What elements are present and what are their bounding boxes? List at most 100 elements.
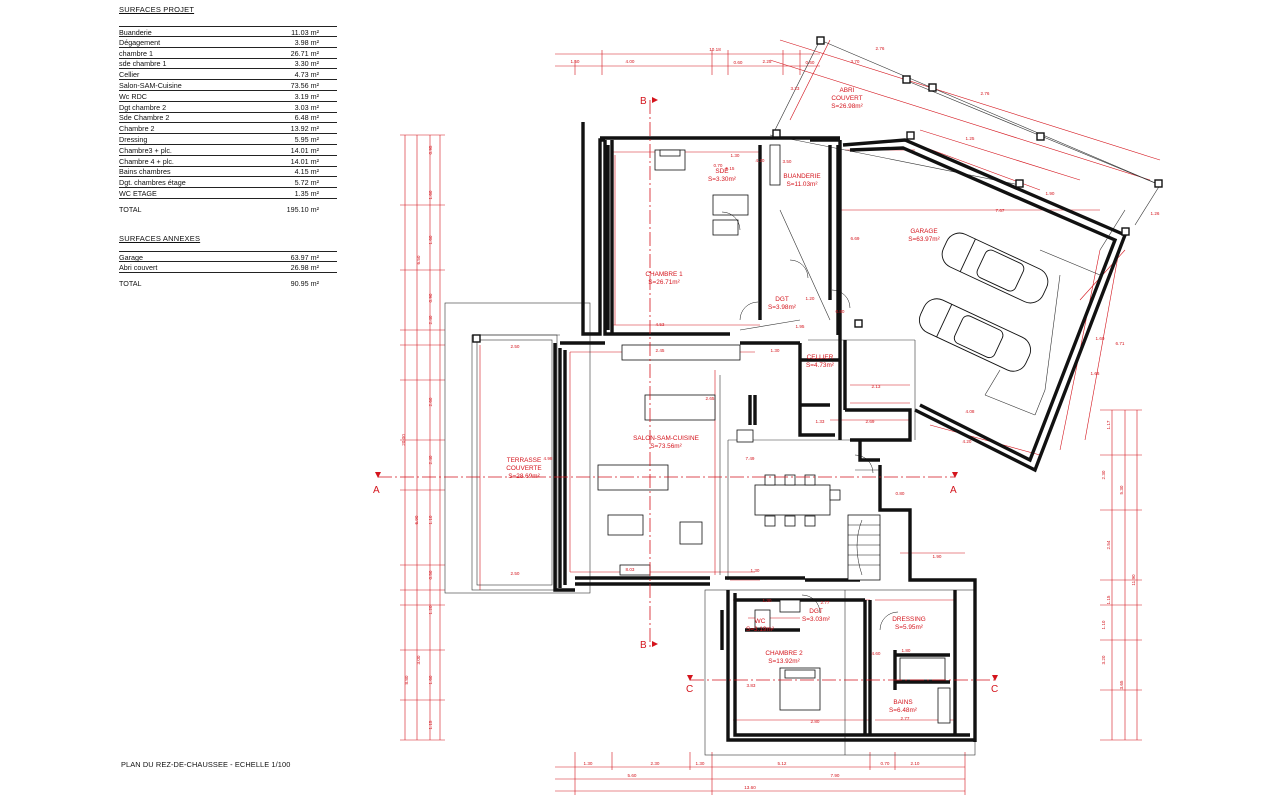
room-label-dgt2: S=3.03m² <box>802 616 830 623</box>
dim-bottom: 2.10 <box>911 761 920 766</box>
dim-interior: 8.03 <box>626 567 635 572</box>
surfaces-projet-row-name: Sde Chambre 2 <box>119 113 170 123</box>
surfaces-annexes-row-value: 63.97 m² <box>290 253 319 262</box>
dim-interior: 2.76 <box>981 91 990 96</box>
dim-interior: 2.50 <box>511 344 520 349</box>
room-label-chambre2: S=13.92m² <box>768 658 799 665</box>
section-label-c-left: C <box>686 684 693 695</box>
dim-interior: 1.30 <box>771 348 780 353</box>
dim-left: 8.80 <box>404 675 409 684</box>
room-label-cellier: CELLIER <box>807 354 834 361</box>
room-label-chambre1: CHAMBRE 1 <box>645 271 683 278</box>
vanity <box>937 687 951 724</box>
surfaces-projet-row-name: Salon-SAM-Cuisine <box>119 81 182 90</box>
surfaces-projet-row-value: 5.95 m² <box>294 135 319 144</box>
sink <box>736 429 754 443</box>
dim-right: 3.20 <box>1101 655 1106 664</box>
dim-right: 5.30 <box>1119 485 1124 494</box>
dim-left: 1.15 <box>428 720 433 729</box>
dim-interior: 1.90 <box>1046 191 1055 196</box>
staircase <box>847 514 881 581</box>
surfaces-projet-row-name: sde chambre 1 <box>119 59 167 69</box>
section-labels: A A B B C C <box>373 96 998 695</box>
dim-interior: 1.66 <box>1091 371 1100 376</box>
dim-right: 2.30 <box>1101 470 1106 479</box>
dim-right: 1.10 <box>1101 620 1106 629</box>
dim-right: 11.90 <box>1131 574 1136 586</box>
dim-left: 6.90 <box>414 515 419 524</box>
surfaces-annexes-title: SURFACES ANNEXES <box>119 234 201 243</box>
dim-left: 1.10 <box>428 515 433 524</box>
surfaces-projet-row-name: Dgt chambre 2 <box>119 102 167 112</box>
coffee-table <box>607 514 644 536</box>
dim-interior: 4.20 <box>963 439 972 444</box>
dim-left: 1.60 <box>428 675 433 684</box>
surfaces-projet-row-name: chambre 1 <box>119 48 153 58</box>
dim-interior: 0.70 <box>714 163 723 168</box>
room-label-chambre2: CHAMBRE 2 <box>765 650 803 657</box>
surfaces-projet-row-name: Dressing <box>119 135 148 144</box>
surfaces-projet-title: SURFACES PROJET <box>119 5 195 14</box>
room-label-salon: SALON-SAM-CUISINE <box>633 435 699 442</box>
dim-left: 0.95 <box>428 145 433 154</box>
surfaces-annexes-total-value: 90.95 m² <box>290 279 319 288</box>
dim-interior: 5.15 <box>726 166 735 171</box>
room-label-dgt1: DGT <box>775 296 789 303</box>
dim-interior: 6.71 <box>1116 341 1125 346</box>
dim-right: 2.54 <box>1106 540 1111 549</box>
washbasin <box>712 219 739 236</box>
dim-interior: 1.25 <box>966 136 975 141</box>
dim-left: 1.20 <box>428 605 433 614</box>
dim-interior: 2.45 <box>656 348 665 353</box>
section-label-b-top: B <box>640 96 647 107</box>
surfaces-projet-row-value: 1.35 m² <box>294 189 319 198</box>
room-label-chambre1: S=26.71m² <box>648 279 679 286</box>
room-label-wc: WC <box>755 618 766 625</box>
dim-interior: 1.30 <box>763 598 772 603</box>
abri-posts <box>472 36 1163 343</box>
dim-interior: 6.69 <box>851 236 860 241</box>
dim-top: 1.50 <box>571 59 580 64</box>
room-label-terrasse: S=28.69m² <box>508 473 539 480</box>
surfaces-projet-row-value: 14.01 m² <box>290 145 319 155</box>
room-label-garage: GARAGE <box>910 228 937 235</box>
dim-interior: 2.50 <box>511 571 520 576</box>
surfaces-projet-row-value: 6.48 m² <box>294 113 319 123</box>
room-label-dgt1: S=3.98m² <box>768 304 796 311</box>
dining-table <box>754 484 831 516</box>
dim-interior: 1.60 <box>1096 336 1105 341</box>
dim-top: 10.18 <box>709 47 721 52</box>
dim-top: 0.60 <box>806 60 815 65</box>
dim-interior: 1.33 <box>816 419 825 424</box>
room-label-sde: S=3.30m² <box>708 176 736 183</box>
dim-interior: 4.53 <box>656 322 665 327</box>
surfaces-projet-row-value: 13.92 m² <box>290 124 319 134</box>
dim-left: 20.00 <box>401 434 406 446</box>
kitchen-counter <box>621 344 741 361</box>
dim-left: 1.60 <box>428 235 433 244</box>
dim-interior: 4.20 <box>756 158 765 163</box>
room-label-terrasse: TERRASSE <box>507 457 541 464</box>
room-label-salon: S=73.56m² <box>650 443 681 450</box>
dim-bottom: 13.60 <box>744 785 756 790</box>
surfaces-projet-row-value: 11.03 m² <box>291 28 319 37</box>
car-1 <box>941 232 1049 304</box>
dim-left: 6.50 <box>416 255 421 264</box>
dim-left: 2.40 <box>428 315 433 324</box>
dim-top: 3.70 <box>851 59 860 64</box>
room-label-dgt2: DGT <box>809 608 823 615</box>
surfaces-projet-row-name: Dgt. chambres étage <box>119 178 186 188</box>
fireplace <box>619 564 651 576</box>
surfaces-annexes-row-name: Garage <box>119 253 143 262</box>
room-label-abri: S=26.98m² <box>831 103 862 110</box>
car-2 <box>918 298 1032 372</box>
surfaces-projet-row-name: Chambre3 + plc. <box>119 145 172 155</box>
dim-bottom: 0.70 <box>881 761 890 766</box>
dim-right: 1.15 <box>1106 595 1111 604</box>
walls <box>553 122 1128 742</box>
